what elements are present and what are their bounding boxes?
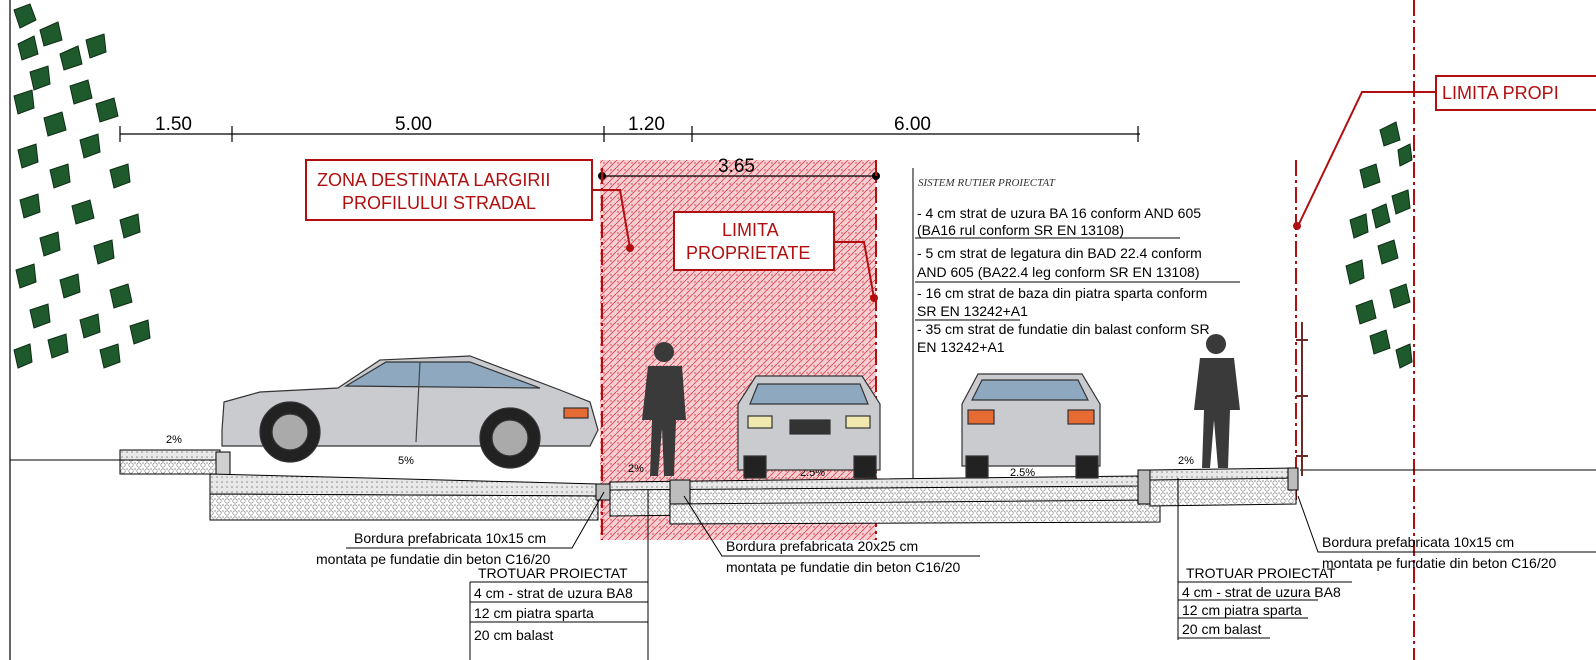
sidewalk-left-layer-1: 4 cm - strat de uzura BA8 (474, 585, 633, 601)
curb-right-line1: Bordura prefabricata 10x15 cm (1322, 534, 1514, 550)
sidewalk-left-table (469, 490, 649, 660)
curb-right-line2: montata pe fundatie din beton C16/20 (1322, 555, 1557, 571)
dim-5-00: 5.00 (395, 114, 432, 135)
widening-zone-label (305, 159, 634, 252)
curb-middle-line2: montata pe fundatie din beton C16/20 (726, 559, 961, 575)
property-limit-middle-line1: LIMITA (722, 220, 779, 240)
road-layer-4a: - 35 cm strat de fundatie din balast con… (917, 321, 1210, 337)
dimension-line (119, 126, 1140, 177)
car-rear-view (961, 373, 1101, 479)
road-layer-3a: - 16 cm strat de baza din piatra sparta … (917, 285, 1207, 301)
sidewalk-left-title: TROTUAR PROIECTAT (478, 565, 628, 581)
property-limit-middle-label (673, 211, 878, 302)
road-system-underlines (915, 237, 1240, 321)
tree-left (9, 0, 151, 660)
sidewalk-left-layer-3: 20 cm balast (474, 627, 553, 643)
curb-left-line2: montata pe fundatie din beton C16/20 (316, 551, 551, 567)
road-layer-2b: AND 605 (BA22.4 leg conform SR EN 13108) (917, 264, 1199, 280)
dim-1-50: 1.50 (155, 114, 192, 135)
sidewalk-right-layer-2: 12 cm piatra sparta (1182, 602, 1302, 618)
sidewalk-right-layer-1: 4 cm - strat de uzura BA8 (1182, 584, 1341, 600)
road-layer-3b: SR EN 13242+A1 (917, 303, 1028, 319)
slope-sidewalk-left: 2% (166, 434, 182, 446)
property-limit-middle-line2: PROPRIETATE (686, 243, 810, 263)
dim-3-65: 3.65 (718, 156, 755, 177)
car-side-view (221, 355, 599, 469)
road-layer-2a: - 5 cm strat de legatura din BAD 22.4 co… (917, 245, 1202, 261)
pedestrian-middle (642, 342, 686, 476)
road-system-heading: SISTEM RUTIER PROIECTAT (918, 177, 1056, 189)
widening-zone-line1: ZONA DESTINATA LARGIRII (317, 170, 550, 190)
property-limit-right: LIMITA PROPI (1442, 83, 1559, 103)
dim-6-00: 6.00 (894, 114, 931, 135)
slope-left-road: 5% (398, 455, 414, 467)
curb-left-line1: Bordura prefabricata 10x15 cm (354, 530, 546, 546)
slope-lane-2: 2.5% (1010, 467, 1035, 479)
road-layer-1b: (BA16 rul conform SR EN 13108) (917, 222, 1124, 238)
tree-right (1345, 121, 1413, 369)
property-lines (601, 0, 1415, 660)
widening-zone-line2: PROFILULUI STRADAL (342, 193, 536, 213)
property-limit-right-label (1293, 75, 1596, 230)
sidewalk-left-layer-2: 12 cm piatra sparta (474, 605, 594, 621)
ground-lines (10, 168, 1596, 478)
fence-post (1296, 322, 1308, 476)
pedestrian-right (1194, 334, 1240, 468)
sidewalk-right-layer-3: 20 cm balast (1182, 621, 1261, 637)
slope-middle-strip: 2% (628, 463, 644, 475)
road-layer-1a: - 4 cm strat de uzura BA 16 conform AND … (917, 205, 1201, 221)
sidewalk-right-title: TROTUAR PROIECTAT (1186, 565, 1336, 581)
curb-middle-line1: Bordura prefabricata 20x25 cm (726, 538, 918, 554)
pavement-structure (119, 449, 1299, 525)
slope-sidewalk-right: 2% (1178, 455, 1194, 467)
road-layer-4b: EN 13242+A1 (917, 339, 1005, 355)
sidewalk-right-table (1177, 478, 1352, 640)
car-front-view (737, 375, 881, 479)
curb-leaders (346, 491, 1596, 557)
dim-1-20: 1.20 (628, 114, 665, 135)
